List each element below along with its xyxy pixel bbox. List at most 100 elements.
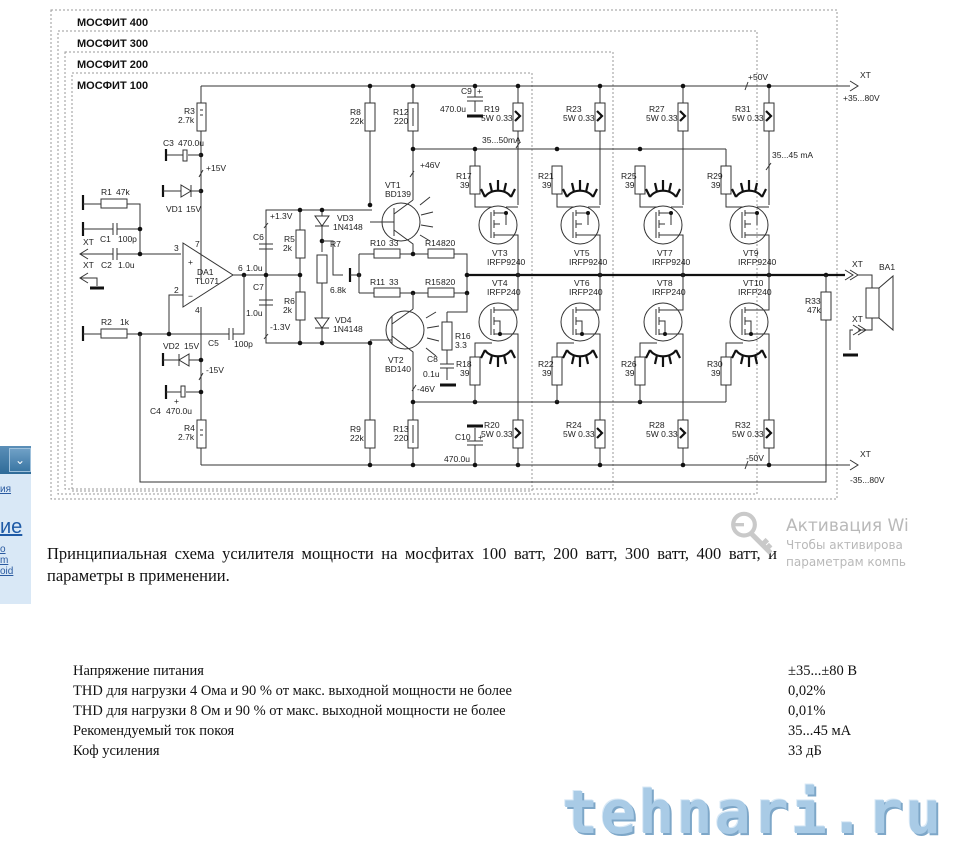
heatsink-fins <box>480 180 516 198</box>
svg-text:470.0u: 470.0u <box>440 104 466 114</box>
svg-text:VT1: VT1 <box>385 180 401 190</box>
parameter-value: 0,02% <box>788 682 826 699</box>
svg-text:6: 6 <box>238 263 243 273</box>
svg-text:R33: R33 <box>805 296 821 306</box>
label: R18 <box>456 359 472 369</box>
resistor-mark <box>765 110 773 122</box>
label: 5W 0.33 <box>481 113 513 123</box>
sidebar-big-link[interactable]: ие <box>0 516 23 538</box>
svg-text:VD3: VD3 <box>337 213 354 223</box>
box-title-100: МОСФИТ 100 <box>77 80 148 92</box>
sidebar-widget: ⌄ ия ие о m oid <box>0 446 31 604</box>
label: 39 <box>711 180 721 190</box>
svg-text:1N4148: 1N4148 <box>333 324 363 334</box>
svg-text:+: + <box>188 257 193 267</box>
speaker-icon <box>865 274 894 332</box>
label: R28 <box>649 420 665 430</box>
chevron-down-icon[interactable]: ⌄ <box>9 448 31 472</box>
heatsink-icon <box>649 189 677 198</box>
n-mosfet-VT4 <box>478 302 518 342</box>
p-mosfet-VT9 <box>729 205 769 245</box>
parameter-value: 35...45 мА <box>788 722 852 739</box>
wire <box>725 194 743 208</box>
label: VT10 <box>743 278 764 288</box>
label: 5W 0.33 <box>563 429 595 439</box>
heatsink-icon <box>484 349 512 358</box>
sidebar-link[interactable]: ия <box>0 484 12 495</box>
label: VT3 <box>492 248 508 258</box>
label: R21 <box>538 171 554 181</box>
sidebar-link-2[interactable]: m <box>0 555 9 566</box>
svg-text:C2: C2 <box>101 260 112 270</box>
svg-text:R13: R13 <box>393 424 409 434</box>
svg-text:1.0u: 1.0u <box>246 263 263 273</box>
parameter-value: 0,01% <box>788 702 826 719</box>
wire <box>474 342 492 402</box>
svg-text:TL071: TL071 <box>195 276 219 286</box>
svg-text:1N4148: 1N4148 <box>333 222 363 232</box>
svg-text:-15V: -15V <box>206 365 224 375</box>
label: 5W 0.33 <box>646 429 678 439</box>
parameter-row: THD для нагрузки 8 Ом и 90 % от макс. вы… <box>73 701 857 721</box>
svg-text:VD4: VD4 <box>335 315 352 325</box>
svg-text:15V: 15V <box>186 204 201 214</box>
resistor-mark <box>679 110 687 122</box>
svg-text:BD139: BD139 <box>385 189 411 199</box>
box-mosfit-100 <box>71 72 533 492</box>
svg-text:DA1: DA1 <box>197 267 214 277</box>
svg-text:R4: R4 <box>184 423 195 433</box>
svg-text:R11: R11 <box>370 277 385 287</box>
heatsink-icon <box>484 189 512 198</box>
label: IRFP9240 <box>487 257 526 267</box>
svg-text:VT2: VT2 <box>388 355 404 365</box>
heatsink-fins <box>645 349 681 367</box>
svg-text:C4: C4 <box>150 406 161 416</box>
mosfet-body <box>572 275 601 345</box>
svg-text:XT: XT <box>852 314 863 324</box>
label: R32 <box>735 420 751 430</box>
label: VT4 <box>492 278 508 288</box>
mosfet-body <box>490 275 519 345</box>
junction <box>515 83 521 89</box>
svg-text:+: + <box>477 86 482 96</box>
wire <box>639 342 657 402</box>
label: R22 <box>538 359 554 369</box>
label: VT7 <box>657 248 673 258</box>
svg-text:470.0u: 470.0u <box>178 138 204 148</box>
resistor-mark <box>514 427 522 439</box>
svg-text:820: 820 <box>441 238 455 248</box>
sidebar-link-3[interactable]: oid <box>0 566 14 577</box>
svg-text:XT: XT <box>852 259 863 269</box>
svg-text:4: 4 <box>195 305 200 315</box>
svg-text:R9: R9 <box>350 424 361 434</box>
svg-text:1k: 1k <box>120 317 130 327</box>
heatsink-fins <box>562 349 598 367</box>
sidebar-link-1[interactable]: о <box>0 544 6 555</box>
svg-text:47k: 47k <box>807 305 821 315</box>
svg-text:R16: R16 <box>455 331 471 341</box>
box-mosfit-200 <box>64 51 614 490</box>
label: VT6 <box>574 278 590 288</box>
mosfet-dot <box>663 332 667 336</box>
svg-text:2.7k: 2.7k <box>178 115 195 125</box>
heatsink-fins <box>562 180 598 198</box>
wire <box>556 194 574 208</box>
box-title-200: МОСФИТ 200 <box>77 59 148 71</box>
label: 39 <box>625 180 635 190</box>
schematic-caption: Принципиальная схема усилителя мощности … <box>47 544 777 585</box>
label: R31 <box>735 104 751 114</box>
resistor-mark <box>596 110 604 122</box>
svg-text:R15: R15 <box>425 277 441 287</box>
label: 39 <box>542 180 552 190</box>
activation-title: Активация Wi <box>786 516 909 536</box>
parameter-name: Рекомендуемый ток покоя <box>73 722 235 739</box>
mosfet-dot <box>504 211 508 215</box>
wire <box>474 194 492 208</box>
resistor-mark <box>679 427 687 439</box>
heatsink-fins <box>731 180 767 198</box>
mosfet-body <box>741 275 770 345</box>
heatsink-fins <box>731 349 767 367</box>
svg-text:1.0u: 1.0u <box>246 308 263 318</box>
svg-text:47k: 47k <box>116 187 130 197</box>
label: 39 <box>625 368 635 378</box>
